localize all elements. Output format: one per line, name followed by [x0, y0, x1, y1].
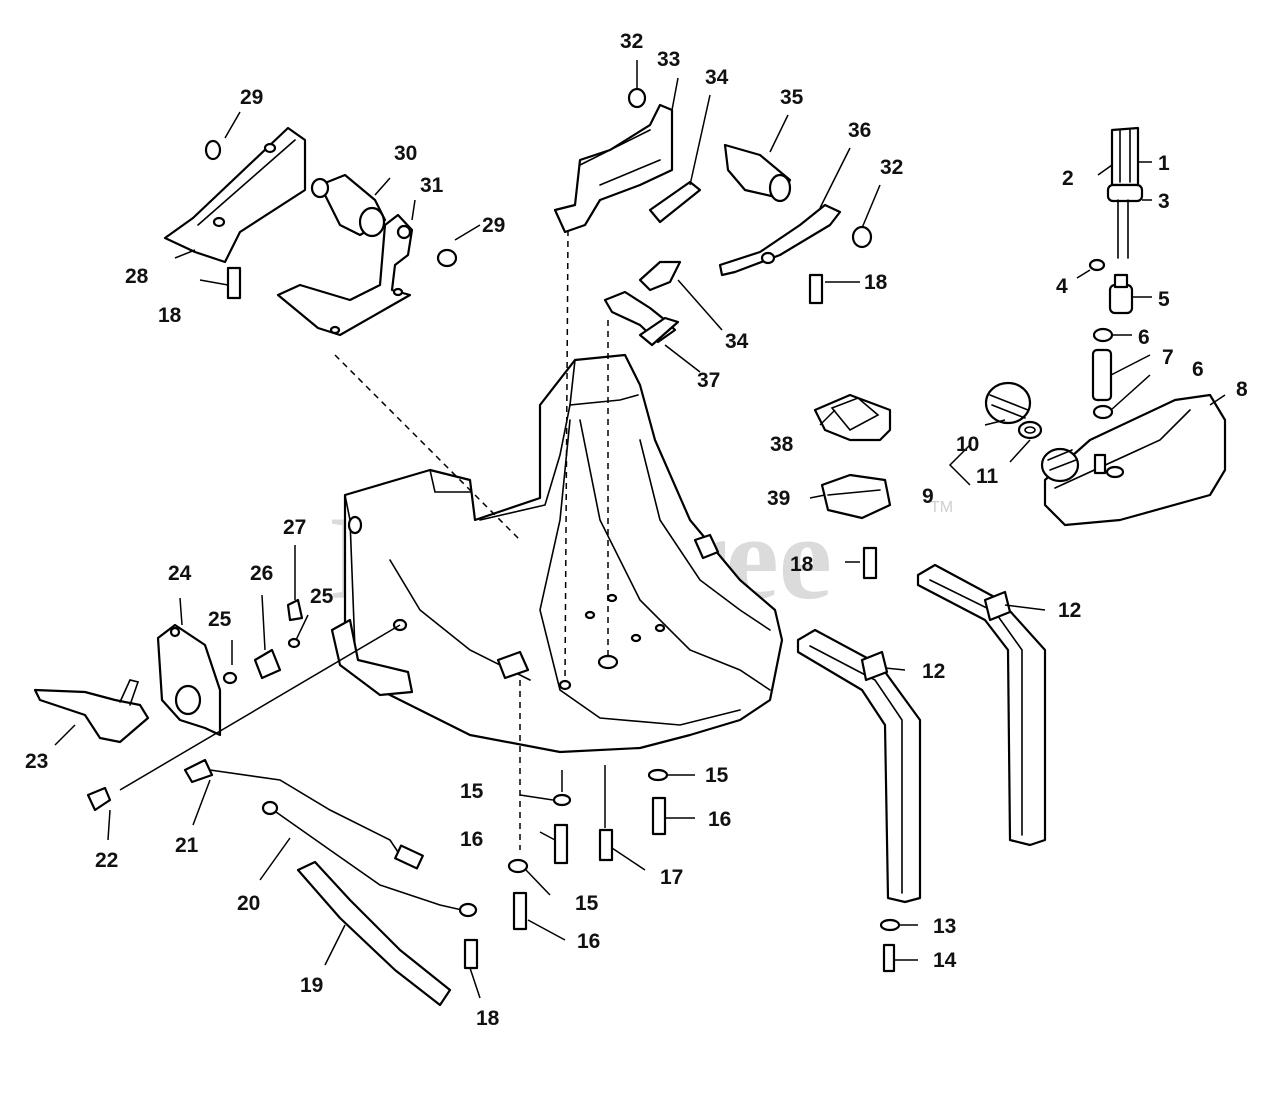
pad-39 — [820, 473, 892, 520]
callout-23: 23 — [25, 750, 48, 773]
callout-38: 38 — [770, 433, 794, 456]
callout-34-lower: 34 — [725, 330, 749, 353]
callout-11: 11 — [976, 465, 999, 488]
cable-21 — [183, 758, 424, 870]
nut-32-left — [627, 87, 647, 109]
callout-21: 21 — [175, 834, 199, 857]
callout-4: 4 — [1056, 275, 1068, 298]
bracket-28 — [163, 126, 307, 264]
switch-30 — [310, 173, 387, 238]
callout-17: 17 — [660, 866, 683, 889]
callout-36: 36 — [848, 119, 871, 142]
callout-18-bottom: 18 — [476, 1007, 500, 1030]
callout-5: 5 — [1158, 288, 1170, 311]
callout-18-upper-left: 18 — [158, 304, 182, 327]
wire-20 — [261, 800, 478, 918]
callouts: 1 2 3 4 5 6 6 7 8 9 10 11 12 12 13 14 15… — [25, 30, 1248, 1030]
latch-37-34 — [603, 260, 682, 347]
callout-39: 39 — [767, 487, 790, 510]
throttle-lever-23 — [33, 679, 150, 744]
callout-16-bottom: 16 — [577, 930, 600, 953]
callout-31: 31 — [420, 174, 444, 197]
callout-19: 19 — [300, 974, 323, 997]
callout-27: 27 — [283, 516, 306, 539]
small-parts-25-27 — [222, 598, 304, 685]
callout-24: 24 — [168, 562, 192, 585]
callout-16-left: 16 — [460, 828, 483, 851]
callout-25-left: 25 — [208, 608, 232, 631]
callout-22: 22 — [95, 849, 118, 872]
callout-9: 9 — [922, 485, 934, 508]
callout-15-left: 15 — [460, 780, 484, 803]
callout-35: 35 — [780, 86, 804, 109]
nut-32-right — [851, 225, 873, 249]
callout-8: 8 — [1236, 378, 1248, 401]
callout-16-right: 16 — [708, 808, 731, 831]
callout-1: 1 — [1158, 152, 1170, 175]
fuel-pickup-parts — [1088, 126, 1144, 420]
handle-bar-left — [796, 628, 922, 904]
callout-6-upper: 6 — [1138, 326, 1150, 349]
fasteners — [226, 266, 901, 973]
nuts-29 — [204, 139, 458, 268]
leader-lines — [54, 60, 1226, 999]
fuel-cap — [984, 381, 1043, 440]
callout-10: 10 — [956, 433, 979, 456]
switch-35 — [723, 143, 792, 203]
callout-2: 2 — [1062, 167, 1074, 190]
callout-6-lower: 6 — [1192, 358, 1204, 381]
watermark-trademark: TM — [930, 499, 953, 516]
callout-15-right: 15 — [705, 764, 729, 787]
main-frame — [330, 353, 784, 754]
callout-32-right: 32 — [880, 156, 903, 179]
callout-29-lower: 29 — [482, 214, 505, 237]
callout-12-left: 12 — [922, 660, 945, 683]
callout-30: 30 — [394, 142, 417, 165]
callout-14: 14 — [933, 949, 957, 972]
callout-15-bottom: 15 — [575, 892, 599, 915]
callout-33: 33 — [657, 48, 680, 71]
lever-36 — [718, 203, 842, 277]
callout-29-upper: 29 — [240, 86, 263, 109]
callout-3: 3 — [1158, 190, 1170, 213]
callout-28: 28 — [125, 265, 149, 288]
callout-13: 13 — [933, 915, 956, 938]
callout-34-upper: 34 — [705, 66, 729, 89]
fuel-tank — [1040, 393, 1227, 527]
callout-18-middle: 18 — [790, 553, 814, 576]
hose-19 — [296, 860, 452, 1007]
callout-18-upper-right: 18 — [864, 271, 888, 294]
bolt-22 — [86, 786, 112, 812]
callout-26: 26 — [250, 562, 273, 585]
callout-25-right: 25 — [310, 585, 334, 608]
bracket-38 — [813, 393, 892, 442]
callout-12-right: 12 — [1058, 599, 1081, 622]
throttle-cover-24 — [156, 623, 222, 737]
callout-20: 20 — [237, 892, 260, 915]
bracket-31 — [276, 213, 414, 337]
callout-37: 37 — [697, 369, 720, 392]
grip-34-upper — [648, 180, 702, 224]
callout-7: 7 — [1162, 346, 1174, 369]
handle-bar-right — [916, 563, 1047, 847]
callout-32-left: 32 — [620, 30, 643, 53]
